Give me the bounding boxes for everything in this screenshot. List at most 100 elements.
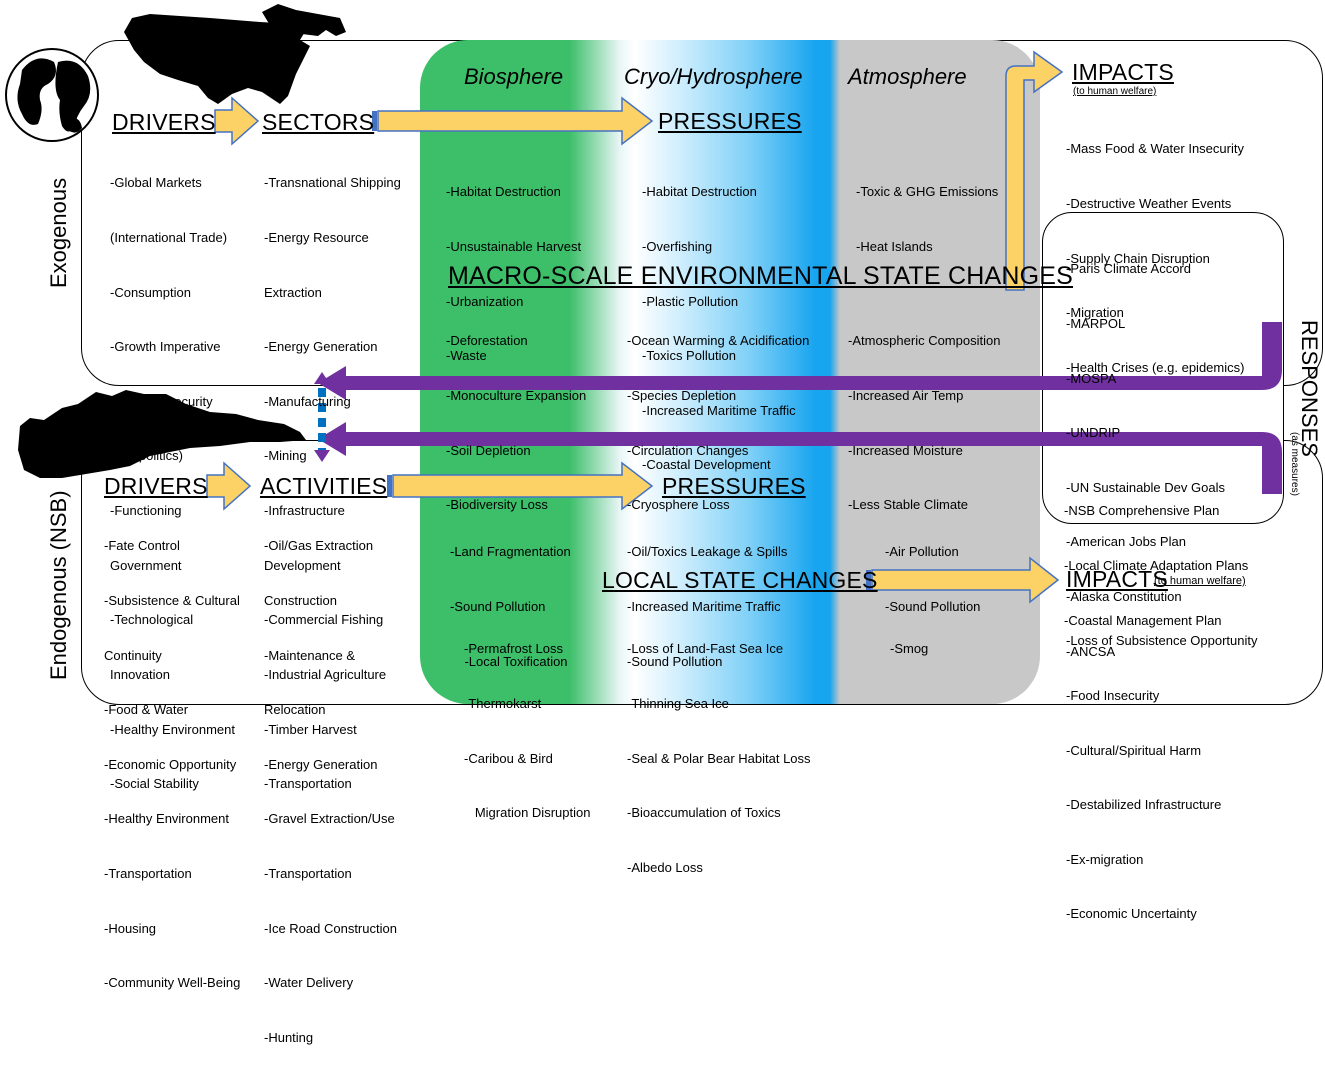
list-item: -Sound Pollution bbox=[885, 599, 981, 615]
exo-impacts-arrow bbox=[1005, 50, 1064, 291]
list-item: -Global Markets bbox=[110, 175, 202, 191]
list-item: -Housing bbox=[104, 920, 157, 936]
list-item: -Paris Climate Accord bbox=[1066, 261, 1191, 277]
list-item: Construction bbox=[264, 593, 337, 609]
list-item: -Unsustainable Harvest bbox=[446, 239, 582, 255]
list-item: -Waste bbox=[446, 348, 487, 364]
list-item: -Air Pollution bbox=[885, 544, 959, 560]
endo-pressures-title: PRESSURES bbox=[662, 473, 806, 499]
endo-state-cryo-list: -Loss of Land-Fast Sea Ice -Thinning Sea… bbox=[627, 604, 811, 895]
list-item: -Mining bbox=[264, 448, 307, 464]
list-item: -Atmospheric Composition bbox=[848, 333, 1001, 349]
endo-drivers-list: -Fate Control -Subsistence & Cultural Co… bbox=[104, 501, 240, 1011]
list-item: -Thermokarst bbox=[464, 696, 542, 712]
list-item: -American Jobs Plan bbox=[1066, 534, 1186, 550]
list-item: -Coastal Development bbox=[642, 457, 771, 473]
exo-impacts-title: IMPACTS bbox=[1072, 59, 1174, 85]
list-item: -Plastic Pollution bbox=[642, 293, 739, 309]
list-item: -Local Climate Adaptation Plans bbox=[1064, 558, 1249, 574]
list-item: -Overfishing bbox=[642, 239, 713, 255]
endo-pressures-cryo-list: -Oil/Toxics Leakage & Spills -Increased … bbox=[627, 507, 787, 689]
list-item: -Mass Food & Water Insecurity bbox=[1066, 141, 1244, 157]
list-item: -Smog bbox=[890, 641, 929, 657]
endo-pressures-bio-list: -Land Fragmentation -Sound Pollution -Lo… bbox=[450, 507, 571, 689]
exo-pressures-atmo-list: -Toxic & GHG Emissions -Heat Islands bbox=[856, 147, 998, 274]
list-item: -Water Delivery bbox=[264, 975, 354, 991]
list-item: -Oil/Gas Extraction bbox=[264, 538, 374, 554]
list-item: -Urbanization bbox=[446, 293, 524, 309]
list-item: -Industrial Agriculture bbox=[264, 666, 387, 682]
list-item: -Increased Moisture bbox=[848, 442, 963, 458]
list-item: -Alaska Constitution bbox=[1066, 589, 1182, 605]
list-item: -Energy Generation bbox=[264, 339, 378, 355]
response-arrow-endo bbox=[318, 422, 1282, 494]
nsb-map-icon bbox=[18, 390, 306, 478]
exo-state-atmo-list: -Atmospheric Composition -Increased Air … bbox=[848, 296, 1000, 533]
list-item: -Manufacturing bbox=[264, 393, 351, 409]
list-item: -ANCSA bbox=[1066, 643, 1116, 659]
list-item: -MOSPA bbox=[1066, 370, 1117, 386]
exo-state-cryo-list: -Ocean Warming & Acidification -Species … bbox=[627, 296, 809, 533]
list-item: Relocation bbox=[264, 702, 326, 718]
exo-sectors-title: SECTORS bbox=[262, 109, 375, 135]
exo-pressures-title: PRESSURES bbox=[658, 108, 802, 134]
sphere-label-biosphere: Biosphere bbox=[464, 64, 564, 89]
list-item: -Circulation Changes bbox=[627, 442, 749, 458]
list-item: -Destructive Weather Events bbox=[1066, 196, 1232, 212]
list-item: -Cryosphere Loss bbox=[627, 497, 730, 513]
list-item: -Coastal Management Plan bbox=[1064, 612, 1222, 628]
list-item: -Toxic & GHG Emissions bbox=[856, 184, 999, 200]
list-item: -Destabilized Infrastructure bbox=[1066, 797, 1222, 813]
list-item: -Health Crises (e.g. epidemics) bbox=[1066, 359, 1245, 375]
list-item: (International Trade) bbox=[110, 230, 228, 246]
list-item: -Permafrost Loss bbox=[464, 641, 563, 657]
list-item: -Sound Pollution bbox=[450, 599, 546, 615]
endo-drivers-title: DRIVERS bbox=[104, 473, 208, 499]
endo-impacts-subtitle: (to human welfare) bbox=[1154, 575, 1246, 587]
list-item: -Land Fragmentation bbox=[450, 544, 571, 560]
exogenous-label: Exogenous bbox=[46, 177, 71, 288]
exo-state-title: MACRO-SCALE ENVIRONMENTAL STATE CHANGES bbox=[448, 262, 1074, 290]
list-item: -Loss of Subsistence Opportunity bbox=[1066, 633, 1258, 649]
list-item: -Sound Pollution bbox=[627, 653, 723, 669]
alaska-map-icon bbox=[262, 4, 346, 36]
list-item: -Supply Chain Disruption bbox=[1066, 250, 1210, 266]
endo-state-bio-list: -Permafrost Loss -Thermokarst -Caribou &… bbox=[464, 604, 590, 841]
list-item: -Deforestation bbox=[446, 333, 528, 349]
exo-pressures-bio-list: -Habitat Destruction -Unsustainable Harv… bbox=[446, 147, 581, 384]
exo-sectors-arrow bbox=[377, 96, 654, 146]
sphere-band bbox=[420, 40, 1040, 704]
exo-impacts-list: -Mass Food & Water Insecurity -Destructi… bbox=[1066, 104, 1244, 395]
usa-map-icon bbox=[124, 14, 310, 104]
exo-state-bio-list: -Deforestation -Monoculture Expansion -S… bbox=[446, 296, 586, 533]
list-item: -Oil/Toxics Leakage & Spills bbox=[627, 544, 788, 560]
endogenous-label: Endogenous (NSB) bbox=[46, 490, 71, 680]
endo-pressures-atmo-list: -Air Pollution -Sound Pollution bbox=[885, 507, 980, 634]
endo-drivers-arrow bbox=[206, 461, 252, 511]
list-item: -Heat Islands bbox=[856, 239, 933, 255]
list-item: -Maintenance & bbox=[264, 647, 356, 663]
list-item: Continuity bbox=[104, 647, 162, 663]
list-item: -Growth Imperative bbox=[110, 339, 221, 355]
list-item: -Increased Maritime Traffic bbox=[642, 402, 796, 418]
responses-sub-label: (as measures) bbox=[1289, 432, 1300, 496]
list-item: -National Security bbox=[110, 393, 213, 409]
list-item: -Less Stable Climate bbox=[848, 497, 968, 513]
exo-drivers-title: DRIVERS bbox=[112, 109, 216, 135]
endo-state-title: LOCAL STATE CHANGES bbox=[602, 567, 878, 593]
dotted-connector bbox=[314, 372, 330, 462]
list-item: -NSB Comprehensive Plan bbox=[1064, 503, 1220, 519]
list-item: -Energy Generation bbox=[264, 756, 378, 772]
list-item: -Toxics Pollution bbox=[642, 348, 736, 364]
list-item: -Bioaccumulation of Toxics bbox=[627, 805, 781, 821]
list-item: -Soil Depletion bbox=[446, 442, 531, 458]
list-item: -Transportation bbox=[104, 866, 192, 882]
list-item: -Food Insecurity bbox=[1066, 688, 1160, 704]
list-item: -MARPOL bbox=[1066, 316, 1126, 332]
list-item: (Geopolitics) bbox=[110, 448, 183, 464]
endo-activities-title: ACTIVITIES bbox=[260, 473, 388, 499]
list-item: Migration Disruption bbox=[464, 805, 591, 821]
list-item: -Ex-migration bbox=[1066, 851, 1144, 867]
list-item: Innovation bbox=[110, 666, 170, 682]
list-item: -Ice Road Construction bbox=[264, 920, 397, 936]
